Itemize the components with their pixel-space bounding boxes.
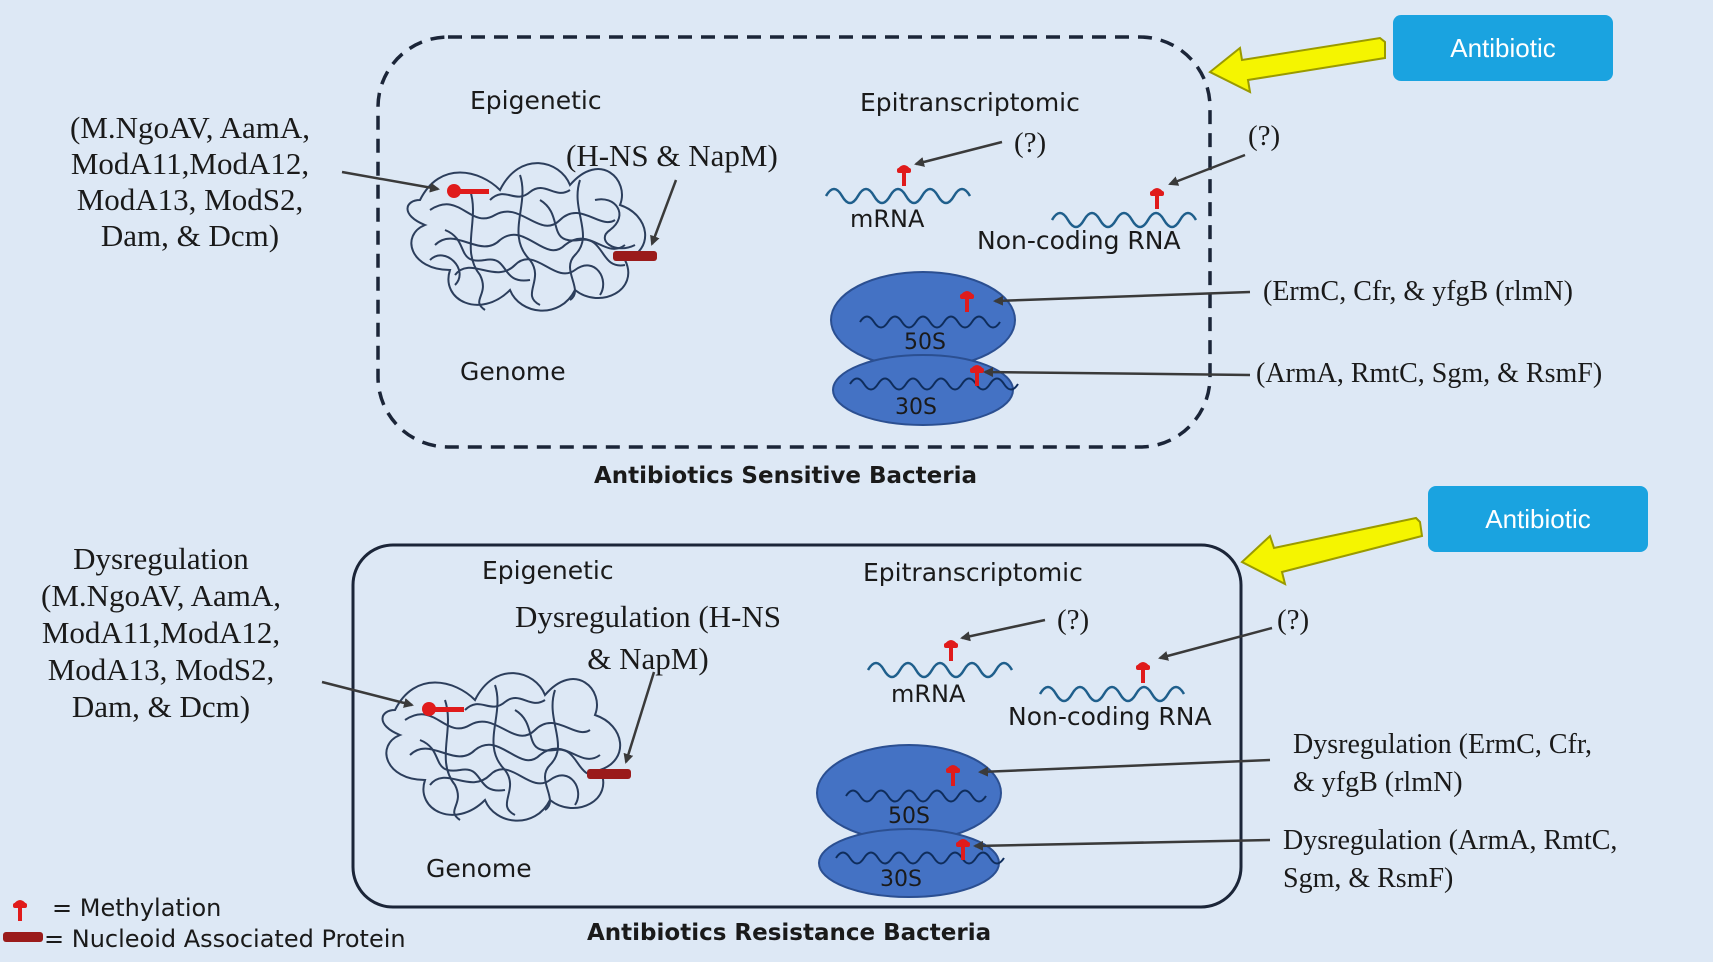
legend-nap-icon [3,932,43,942]
bottom-30s-label: 30S [880,867,922,892]
top-nap-label: (H-NS & NapM) [566,138,778,173]
top-mrna-strand [824,187,972,205]
bottom-antibiotic-arrow [1240,516,1424,586]
top-antibiotic-arrow [1208,36,1386,94]
bottom-enzymes-50s: Dysregulation (ErmC, Cfr, & yfgB (rlmN) [1293,729,1593,798]
top-ncrna-methylation [1150,188,1164,209]
bottom-enzymes-30s: Dysregulation (ArmA, RmtC, Sgm, & RsmF) [1283,825,1618,894]
bottom-cell-outline [351,543,1243,909]
bottom-ncrna-label: Non-coding RNA [1008,702,1212,731]
top-genome-tangle [406,162,646,312]
top-cell-outline [376,35,1212,449]
legend-methylation-label: = Methylation [52,894,222,922]
bottom-genome-label: Genome [426,854,532,883]
bottom-antibiotic-box: Antibiotic [1428,486,1648,552]
top-50s-label: 50S [904,330,946,355]
bottom-genome-methylation [422,702,464,716]
bottom-mrna-label: mRNA [891,680,966,708]
bottom-genome-tangle [381,672,621,822]
legend-nap-label: = Nucleoid Associated Protein [44,925,406,953]
top-methylases-label: (M.NgoAV, AamA, ModA11,ModA12, ModA13, M… [70,110,310,253]
top-ncrna-label: Non-coding RNA [977,226,1181,255]
bottom-mrna-strand [866,661,1014,679]
bottom-caption: Antibiotics Resistance Bacteria [587,920,992,946]
top-caption: Antibiotics Sensitive Bacteria [594,463,978,489]
top-enzymes-30s: (ArmA, RmtC, Sgm, & RsmF) [1256,358,1603,389]
bottom-ncrna-query: (?) [1277,604,1310,636]
top-epigenetic-label: Epigenetic [470,86,602,115]
top-ncrna-strand [1050,211,1198,229]
bottom-nap-protein [587,769,631,779]
bottom-methylases-label: Dysregulation (M.NgoAV, AamA, ModA11,Mod… [41,541,281,724]
bottom-nap-label: Dysregulation (H-NS & NapM) [514,599,782,676]
top-mrna-label: mRNA [850,205,925,233]
bottom-epitranscriptomic-label: Epitranscriptomic [863,558,1083,587]
bottom-ncrna-strand [1038,685,1186,703]
top-genome-label: Genome [460,357,566,386]
bottom-mrna-methylation [944,640,958,661]
top-antibiotic-box: Antibiotic [1393,15,1613,81]
bottom-epigenetic-label: Epigenetic [482,556,614,585]
top-epitranscriptomic-label: Epitranscriptomic [860,88,1080,117]
top-30s-label: 30S [895,395,937,420]
bottom-50s-label: 50S [888,804,930,829]
legend-methylation-icon [13,900,27,921]
top-enzymes-50s: (ErmC, Cfr, & yfgB (rlmN) [1263,276,1573,307]
top-genome-methylation [447,184,489,198]
bottom-ncrna-methylation [1136,662,1150,683]
top-nap-protein [613,251,657,261]
bottom-mrna-query: (?) [1057,604,1090,636]
top-ncrna-query: (?) [1248,120,1281,152]
top-mrna-methylation [897,165,911,186]
top-mrna-query: (?) [1014,127,1047,159]
